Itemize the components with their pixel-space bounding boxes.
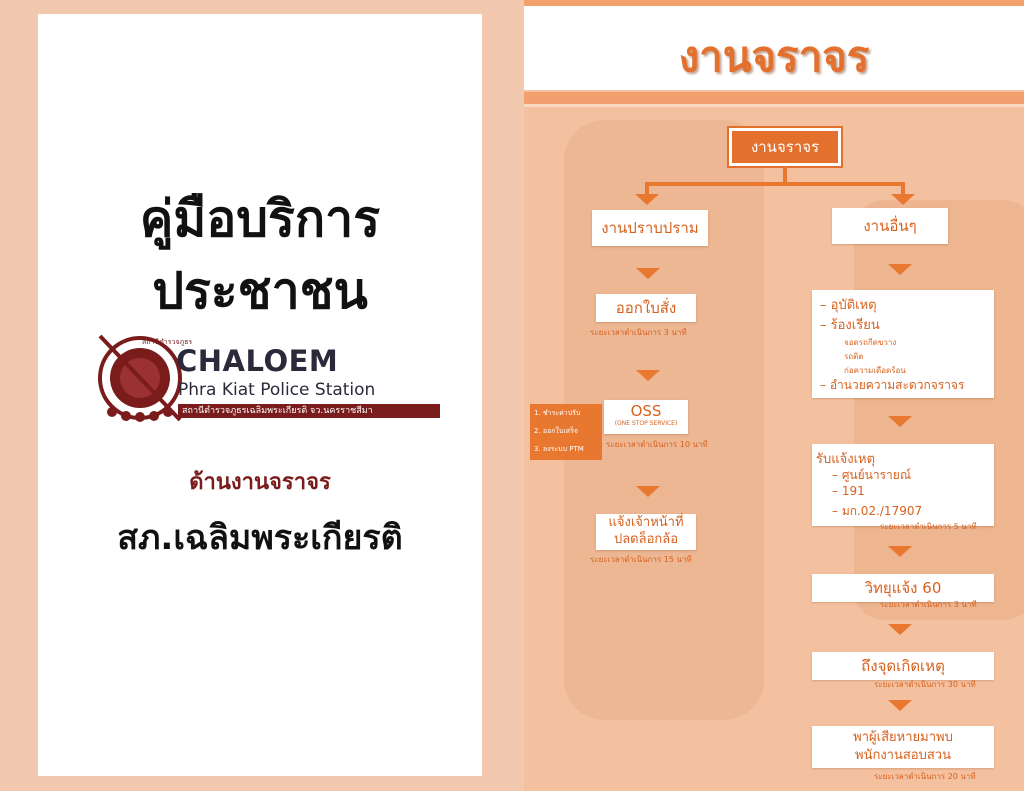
complaint-traffic-jam: รถติด [844, 352, 864, 361]
oss-step-2: 2. ออกใบเสร็จ [534, 427, 578, 435]
flow-arrow [891, 194, 915, 205]
ticket-time: ระยะเวลาดำเนินการ 3 นาที [590, 328, 687, 337]
investigator-box: พาผู้เสียหายมาพบ พนักงานสอบสวน [812, 726, 994, 768]
flow-arrow [635, 194, 659, 205]
background-photo-shape [854, 200, 1024, 620]
report-channel-2: – 191 [832, 484, 865, 498]
header-stripe [524, 104, 1024, 107]
logo-name: CHALOEM [176, 344, 339, 378]
arrive-label: ถึงจุดเกิดเหตุ [861, 657, 945, 675]
complaint-parking: จอดรถกีดขวาง [844, 338, 897, 347]
flow-arrow [888, 700, 912, 711]
flowchart-header [524, 6, 1024, 90]
unlock-box: แจ้งเจ้าหน้าที่ ปลดล็อกล้อ [596, 514, 696, 550]
traffic-flowchart-panel: งานจราจร งานจราจร งานปราบปราม ออกใบสั่ง … [524, 0, 1024, 791]
oss-label: OSS [630, 402, 662, 420]
flow-arrow [888, 264, 912, 275]
report-box: รับแจ้งเหตุ – ศูนย์นารายณ์ – 191 – มก.02… [812, 444, 994, 526]
case-complaint: – ร้องเรียน [820, 318, 880, 333]
oss-steps-box: 1. ชำระค่าปรับ 2. ออกใบเสร็จ 3. ลงระบบ P… [530, 404, 602, 460]
enforcement-head-label: งานปราบปราม [601, 219, 699, 237]
investigator-line1: พาผู้เสียหายมาพบ [853, 730, 953, 745]
other-head-label: งานอื่นๆ [863, 217, 917, 235]
flowchart-title: งานจราจร [678, 32, 870, 81]
ticket-label: ออกใบสั่ง [615, 299, 677, 317]
flow-arrow [888, 624, 912, 635]
case-accident: – อุบัติเหตุ [820, 298, 877, 313]
unlock-time: ระยะเวลาดำเนินการ 15 นาที [590, 555, 692, 564]
investigator-time: ระยะเวลาดำเนินการ 20 นาที [874, 772, 976, 781]
manual-subtitle: ด้านงานจราจร [189, 470, 331, 495]
flow-arrow [888, 416, 912, 427]
oss-box: OSS (ONE STOP SERVICE) [604, 400, 688, 434]
report-time: ระยะเวลาดำเนินการ 5 นาที [880, 522, 977, 531]
oss-step-3: 3. ลงระบบ PTM [534, 445, 584, 453]
cover-card: คู่มือบริการ ประชาชน สถานีตำรวจภูธร CHAL… [38, 14, 482, 776]
report-channel-1: – ศูนย์นารายณ์ [832, 468, 911, 482]
flow-arrow [888, 546, 912, 557]
manual-title-line2: ประชาชน [152, 262, 368, 320]
radio-time: ระยะเวลาดำเนินการ 3 นาที [880, 600, 977, 609]
logo-thai-caption: สถานีตำรวจภูธรเฉลิมพระเกียรติ จว.นครราชส… [178, 404, 440, 418]
station-name: สภ.เฉลิมพระเกียรติ [117, 518, 403, 558]
logo-subtitle: Phra Kiat Police Station [178, 380, 376, 400]
flow-arrow [636, 268, 660, 279]
case-traffic-assist: – อำนวยความสะดวกจราจร [820, 378, 965, 392]
arrive-box: ถึงจุดเกิดเหตุ [812, 652, 994, 680]
manual-title-line1: คู่มือบริการ [139, 190, 381, 248]
unlock-label-line2: ปลดล็อกล้อ [613, 532, 679, 547]
connector-line [783, 166, 787, 184]
flow-arrow [636, 370, 660, 381]
connector-line [901, 182, 905, 194]
other-cases-box: – อุบัติเหตุ – ร้องเรียน จอดรถกีดขวาง รถ… [812, 290, 994, 398]
report-channel-3: – มก.02./17907 [832, 504, 923, 518]
complaint-disturbance: ก่อความเดือดร้อน [844, 366, 906, 375]
radio-label: วิทยุแจ้ง 60 [864, 579, 942, 597]
enforcement-head-box: งานปราบปราม [592, 210, 708, 246]
oss-time: ระยะเวลาดำเนินการ 10 นาที [606, 440, 708, 449]
logo-ring-text: สถานีตำรวจภูธร [142, 338, 192, 346]
ticket-box: ออกใบสั่ง [596, 294, 696, 322]
header-stripe [524, 0, 1024, 6]
flow-root-label: งานจราจร [750, 138, 820, 156]
investigator-line2: พนักงานสอบสวน [855, 748, 951, 763]
police-station-logo: สถานีตำรวจภูธร [98, 334, 192, 422]
header-stripe [524, 92, 1024, 104]
connector-line [645, 182, 905, 186]
report-title: รับแจ้งเหตุ [816, 452, 876, 467]
arrive-time: ระยะเวลาดำเนินการ 30 นาที [874, 680, 976, 689]
oss-step-1: 1. ชำระค่าปรับ [534, 409, 581, 417]
oss-sublabel: (ONE STOP SERVICE) [614, 420, 678, 427]
flow-arrow [636, 486, 660, 497]
flow-root-box: งานจราจร [729, 128, 841, 166]
connector-line [645, 182, 649, 194]
unlock-label-line1: แจ้งเจ้าหน้าที่ [608, 515, 684, 530]
radio-box: วิทยุแจ้ง 60 [812, 574, 994, 602]
other-head-box: งานอื่นๆ [832, 208, 948, 244]
